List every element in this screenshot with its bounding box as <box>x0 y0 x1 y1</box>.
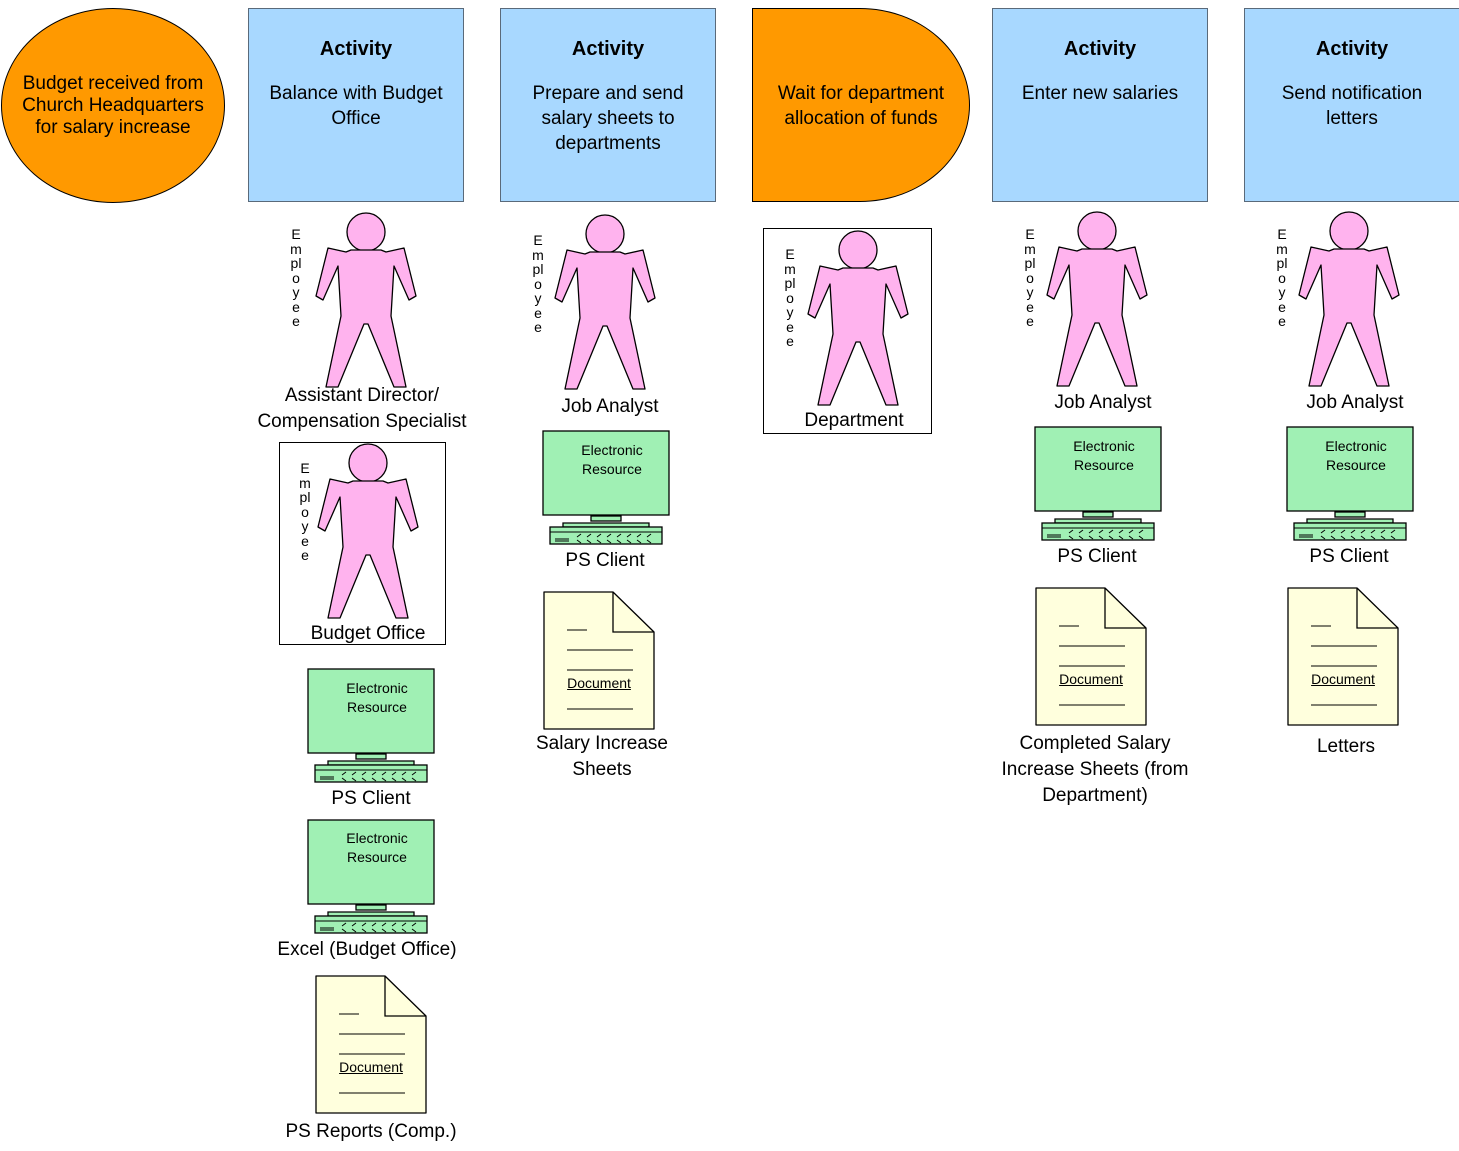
document-word: Document <box>1059 671 1123 687</box>
person-label-budget-office: Budget Office <box>310 623 426 644</box>
person-icon <box>1298 211 1400 387</box>
electronic-resource-label: Electronic Resource <box>346 680 408 715</box>
employee-vertical-label: Employee <box>784 246 796 349</box>
person-label-assistant-director: Assistant Director/ Compensation Special… <box>257 385 467 432</box>
employee-vertical-label: Employee <box>532 232 544 335</box>
resource-label-ps-client: PS Client <box>565 550 645 571</box>
resource-label-ps-client: PS Client <box>1309 546 1389 567</box>
activity-heading: Activity <box>1315 38 1389 60</box>
employee-vertical-label: Employee <box>299 460 311 563</box>
activity-label: Prepare and send salary sheets to depart… <box>532 83 684 154</box>
electronic-resource-label: Electronic Resource <box>346 830 408 865</box>
person-icon <box>1046 211 1148 387</box>
activity-heading: Activity <box>1063 38 1137 60</box>
person-label-job-analyst: Job Analyst <box>561 396 659 417</box>
electronic-resource-label: Electronic Resource <box>581 442 643 477</box>
resource-label-excel: Excel (Budget Office) <box>277 939 457 960</box>
person-icon <box>315 212 417 388</box>
document-label-completed-sheets: Completed Salary Increase Sheets (from D… <box>1001 733 1189 806</box>
document-label-salary-sheets: Salary Increase Sheets <box>535 733 668 780</box>
activity-balance-budget: Activity Balance with Budget Office <box>248 8 464 202</box>
document-word: Document <box>339 1059 403 1075</box>
person-label-job-analyst: Job Analyst <box>1054 392 1152 413</box>
person-icon <box>807 230 909 406</box>
document-icon <box>1035 587 1147 726</box>
activity-label: Enter new salaries <box>1021 83 1179 104</box>
document-icon <box>315 975 427 1114</box>
activity-send-letters: Activity Send notification letters <box>1244 8 1459 202</box>
electronic-resource-label: Electronic Resource <box>1325 438 1387 473</box>
person-icon <box>317 443 419 619</box>
document-icon <box>1287 587 1399 726</box>
document-word: Document <box>1311 671 1375 687</box>
activity-prepare-sheets: Activity Prepare and send salary sheets … <box>500 8 716 202</box>
person-icon <box>554 214 656 390</box>
electronic-resource-label: Electronic Resource <box>1073 438 1135 473</box>
resource-label-ps-client: PS Client <box>1057 546 1137 567</box>
document-label-letters: Letters <box>1316 736 1376 757</box>
document-word: Document <box>567 675 631 691</box>
activity-heading: Activity <box>319 38 393 60</box>
activity-heading: Activity <box>571 38 645 60</box>
employee-vertical-label: Employee <box>290 226 302 329</box>
start-event: Budget received from Church Headquarters… <box>1 8 225 203</box>
activity-label: Send notification letters <box>1281 83 1423 129</box>
wait-department-funds: Wait for department allocation of funds <box>752 8 970 202</box>
resource-label-ps-client: PS Client <box>331 788 411 809</box>
person-label-job-analyst: Job Analyst <box>1306 392 1404 413</box>
wait-label: Wait for department allocation of funds <box>777 83 945 129</box>
start-event-label: Budget received from Church Headquarters… <box>22 72 204 138</box>
document-icon <box>543 591 655 730</box>
document-label-ps-reports: PS Reports (Comp.) <box>285 1121 457 1142</box>
activity-label: Balance with Budget Office <box>269 83 443 129</box>
activity-enter-salaries: Activity Enter new salaries <box>992 8 1208 202</box>
employee-vertical-label: Employee <box>1024 226 1036 329</box>
employee-vertical-label: Employee <box>1276 226 1288 329</box>
person-label-department: Department <box>804 410 904 431</box>
